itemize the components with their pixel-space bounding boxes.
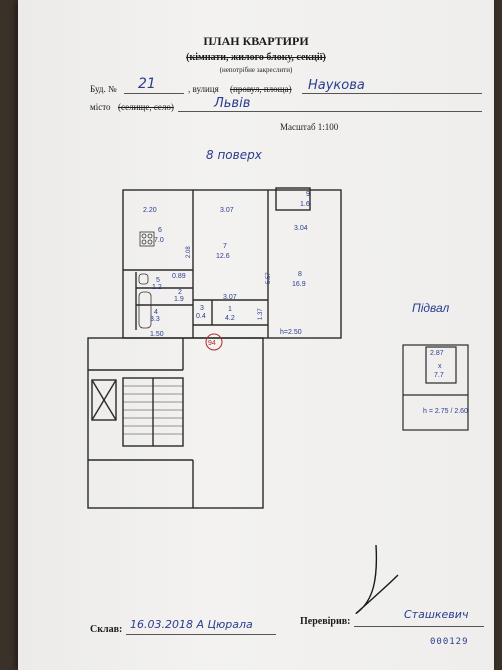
street-label: , вулиця — [188, 84, 219, 94]
city-value: Львів — [214, 96, 251, 111]
scale-label: Масштаб 1:100 — [280, 122, 339, 132]
room-4-num: 4 — [154, 309, 158, 316]
room-8-area: 16.9 — [292, 281, 306, 288]
signature-icon — [355, 544, 399, 615]
stairwell-outline — [87, 337, 264, 509]
document-subtitle: (кімнати, жилого блоку, секції) — [186, 52, 326, 63]
dim-side-4: 2.08 — [186, 246, 192, 258]
room-2-num: 2 — [178, 289, 182, 296]
building-label: Буд. № — [90, 84, 117, 94]
room-4-area: 3.3 — [150, 316, 160, 323]
room-5-area: 1.2 — [152, 284, 162, 291]
document-title: ПЛАН КВАРТИРИ — [203, 34, 309, 48]
room-5-dim: 0.89 — [172, 273, 186, 280]
room-2-area: 1.9 — [174, 296, 184, 303]
compiled-value: 16.03.2018 А Цюрала — [130, 618, 253, 631]
compiled-label: Склав: — [90, 624, 123, 635]
height-note: h=2.50 — [280, 329, 302, 336]
basement-room — [425, 346, 457, 384]
room-6-num: 6 — [158, 227, 162, 234]
floor-label: 8 поверх — [206, 148, 262, 162]
room-6-area: 7.0 — [154, 237, 164, 244]
room-1-num: 1 — [228, 306, 232, 313]
compiled-line — [126, 634, 276, 635]
toilet-icon — [138, 273, 149, 285]
document-subtitle-note: (непотрібне закреслити) — [219, 66, 293, 74]
room-5-num: 5 — [156, 277, 160, 284]
apartment-number-circle — [205, 333, 223, 351]
apartment-number: 94 — [208, 340, 216, 347]
basement-label: Підвал — [412, 301, 450, 315]
room-3-num: 3 — [200, 305, 204, 312]
basement-outline — [402, 344, 469, 431]
building-value: 21 — [138, 76, 156, 92]
basement-dim: 2.87 — [430, 350, 444, 357]
room-8-num: 8 — [298, 271, 302, 278]
street-value: Наукова — [308, 78, 365, 93]
checked-value: Сташкевич — [404, 608, 469, 621]
city-label: місто — [90, 102, 111, 112]
street-line — [302, 93, 482, 94]
room-7-num: 7 — [223, 243, 227, 250]
room-6-dim: 2.20 — [143, 207, 157, 214]
basement-area: 7.7 — [434, 372, 444, 379]
balcony-outline — [275, 187, 311, 211]
elevator-box — [91, 379, 117, 421]
room-9-area: 1.6 — [300, 201, 310, 208]
dim-side-2: 5.57 — [266, 272, 272, 284]
room-7-area: 12.6 — [216, 253, 230, 260]
serial-number: 000129 — [430, 637, 469, 647]
city-line — [178, 111, 482, 112]
room-4-dim: 1.50 — [150, 331, 164, 338]
room-9-num: 9 — [306, 191, 310, 198]
building-line — [124, 93, 184, 94]
room-7-dim: 3.07 — [220, 207, 234, 214]
room-3-area: 0.4 — [196, 313, 206, 320]
city-struck: (селище, село) — [118, 102, 174, 112]
floor-plan: 2.20 6 7.0 3.07 7 12.6 3.04 8 16.9 9 1.6… — [87, 187, 469, 615]
basement-height: h = 2.75 / 2.60 — [423, 408, 468, 415]
bathtub-icon — [138, 291, 152, 329]
plan-sheet: ПЛАН КВАРТИРИ (кімнати, жилого блоку, се… — [18, 0, 494, 670]
room-1-dim: 3.07 — [223, 294, 237, 301]
street-struck: (провул, площа) — [230, 84, 292, 94]
basement-room-label: x — [438, 363, 442, 370]
room-8-dim: 3.04 — [294, 225, 308, 232]
room-1-area: 4.2 — [225, 315, 235, 322]
checked-line — [354, 626, 484, 627]
checked-label: Перевірив: — [300, 616, 351, 627]
dim-side-3: 1.37 — [258, 308, 264, 320]
stove-icon — [139, 231, 155, 247]
